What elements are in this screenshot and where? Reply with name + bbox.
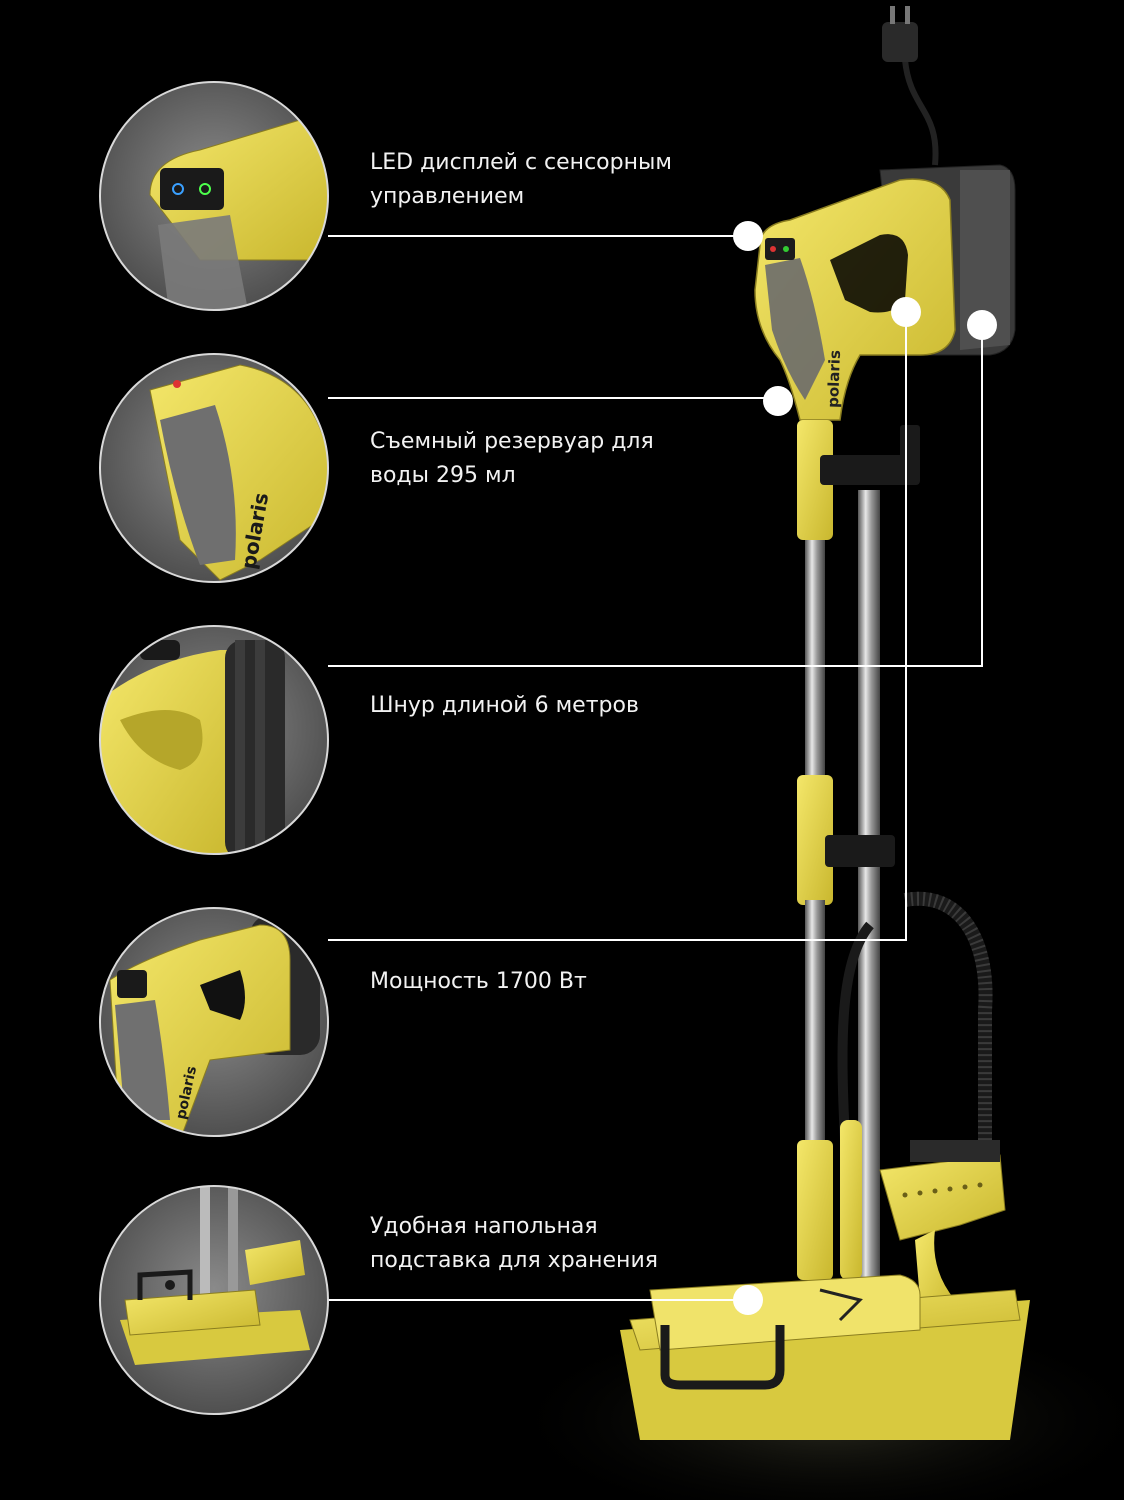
feature-label-display: LED дисплей с сенсорным управлением — [370, 146, 730, 214]
brand-logo: polaris — [824, 350, 844, 408]
detail-circle-cord — [99, 625, 329, 855]
led-display — [765, 238, 795, 260]
feature-line: Съемный резервуар для — [370, 429, 654, 454]
feature-line: Мощность 1700 Вт — [370, 969, 587, 994]
detail-circle-power: polaris — [99, 907, 329, 1137]
feature-label-stand: Удобная напольная подставка для хранения — [370, 1210, 730, 1278]
garment-steamer: polaris — [620, 6, 1030, 1440]
feature-line: подставка для хранения — [370, 1248, 658, 1273]
feature-label-cord: Шнур длиной 6 метров — [370, 689, 730, 723]
connector-lines — [328, 235, 983, 1301]
feature-line: LED дисплей с сенсорным — [370, 150, 672, 175]
plug-icon — [882, 22, 918, 62]
feature-line: Удобная напольная — [370, 1214, 598, 1239]
detail-circle-display — [99, 81, 329, 311]
feature-label-power: Мощность 1700 Вт — [370, 965, 730, 999]
feature-label-tank: Съемный резервуар для воды 295 мл — [370, 425, 730, 493]
detail-circle-tank: polaris — [99, 353, 329, 583]
detail-circle-stand — [99, 1185, 329, 1415]
base-handle — [660, 1325, 785, 1390]
feature-line: воды 295 мл — [370, 463, 516, 488]
feature-line: управлением — [370, 184, 525, 209]
feature-line: Шнур длиной 6 метров — [370, 693, 639, 718]
connector-dots — [733, 221, 997, 1315]
